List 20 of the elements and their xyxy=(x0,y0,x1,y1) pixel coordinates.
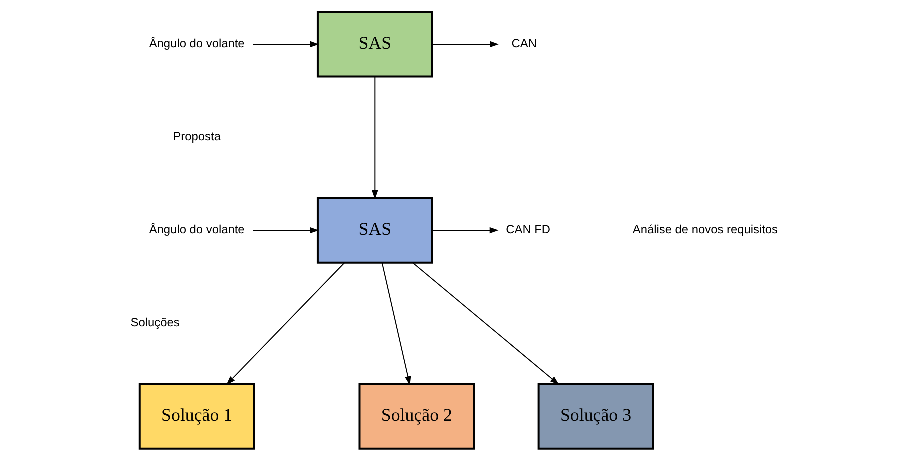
node-box: Solução 2 xyxy=(358,383,476,450)
node-text: Ângulo do volante xyxy=(149,36,245,51)
node-box: SAS xyxy=(316,11,434,78)
arrow xyxy=(252,227,320,234)
label: Soluções xyxy=(130,316,180,330)
arrow xyxy=(412,262,560,385)
node-box: Solução 1 xyxy=(138,383,256,450)
node-box: Solução 3 xyxy=(538,383,654,450)
label: Análise de novos requisitos xyxy=(632,222,778,237)
node-text: Ângulo do volante xyxy=(149,222,245,237)
node-box: SAS xyxy=(316,197,434,264)
arrow xyxy=(252,41,320,48)
arrow xyxy=(226,262,346,386)
node-text: CAN xyxy=(512,36,537,51)
arrow xyxy=(432,41,499,48)
arrow xyxy=(372,76,378,200)
arrow xyxy=(432,227,499,234)
node-text: CAN FD xyxy=(506,222,551,237)
arrow xyxy=(382,262,412,386)
label: Proposta xyxy=(173,130,221,144)
